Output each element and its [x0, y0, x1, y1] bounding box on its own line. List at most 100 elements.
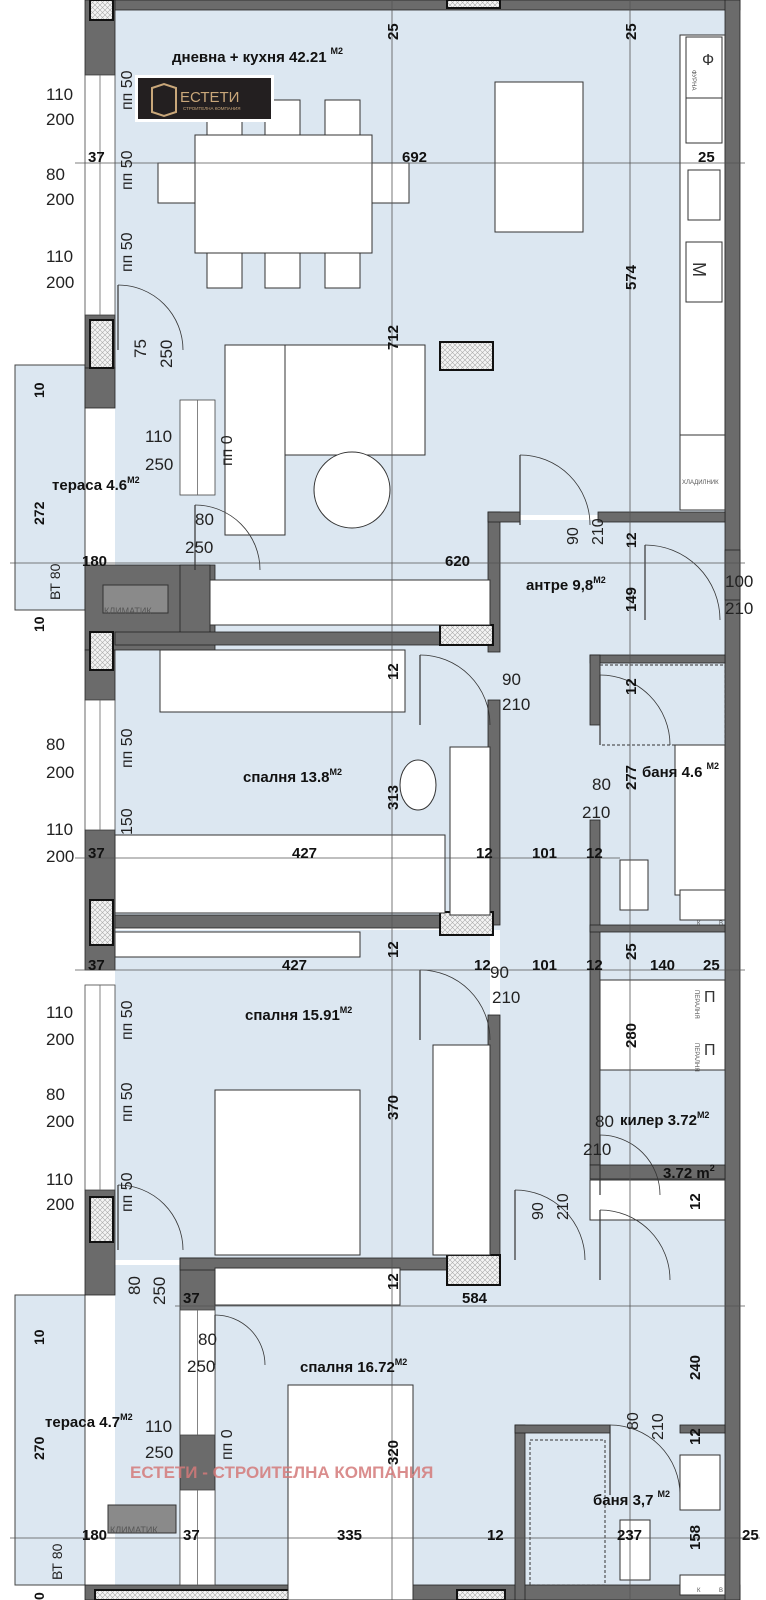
door-swing [519, 454, 591, 526]
dimension-label: 270 [31, 1436, 47, 1460]
sofa-chaise [224, 344, 286, 536]
shower [529, 1439, 606, 1586]
dimension-label: 240 [687, 1355, 704, 1380]
dimension-label: 158 [687, 1525, 704, 1550]
storage-shelf [599, 979, 726, 1071]
tv-unit [114, 931, 361, 958]
aircon-label-2: КЛИМАТИК [110, 1525, 158, 1535]
room-label-terrace-2: тераса 4.7М2 [45, 1412, 133, 1431]
room-label-bedroom-2: спалня 15.91М2 [245, 1005, 352, 1024]
dimension-label: 25 [703, 957, 720, 974]
dimension-label: 149 [623, 587, 640, 612]
dimension-label: 110 [145, 427, 172, 446]
dimension-label: 12 [586, 957, 603, 974]
dimension-label: 250 [157, 340, 176, 368]
dimension-label: 692 [402, 149, 427, 166]
logo-tagline: СТРОИТЕЛНА КОМПАНИЯ [183, 106, 240, 111]
chair [157, 162, 196, 204]
wardrobe [589, 1179, 726, 1221]
dimension-label: ВТ 80 [47, 563, 63, 600]
desk [449, 746, 491, 916]
fridge-label: ХЛАДИЛНИК [682, 480, 719, 486]
dimension-label: 427 [282, 957, 307, 974]
dimension-label: 210 [555, 1193, 572, 1220]
dimension-label: 210 [590, 518, 607, 545]
coffee-table [313, 451, 391, 529]
structural-column [89, 1196, 114, 1243]
logo-icon [151, 82, 177, 118]
dimension-label: 140 [650, 957, 675, 974]
oven-label: ФУРНА [690, 70, 696, 90]
dimension-label: 110 [145, 1417, 172, 1436]
dimension-label: 12 [385, 1273, 402, 1290]
dimension-label: 12 [385, 941, 402, 958]
dimension-label: 335 [337, 1527, 362, 1544]
dimension-label: 80 [46, 735, 65, 754]
dimension-label: пп 50 [119, 70, 136, 110]
storage-area-label: 3.72 m2 [663, 1163, 715, 1182]
boiler [679, 1574, 726, 1596]
dimension-label: 210 [650, 1413, 667, 1440]
structural-column [439, 624, 494, 646]
room-label-terrace-1: тераса 4.6М2 [52, 475, 140, 494]
dimension-label: 12 [487, 1527, 504, 1544]
wall [514, 1424, 611, 1434]
wall [114, 0, 741, 11]
dimension-label: 200 [46, 110, 74, 129]
dimension-label: 80 [595, 1112, 614, 1131]
dimension-label: пп 0 [219, 435, 236, 466]
dimension-label: 210 [502, 695, 530, 714]
washer-icon-2: П [704, 1042, 716, 1059]
boiler-k-2: К [697, 1588, 701, 1594]
dishwasher [685, 241, 723, 303]
toilet [619, 1519, 651, 1581]
wall [679, 1424, 726, 1434]
door-swing [214, 1314, 266, 1366]
structural-column [456, 1589, 506, 1600]
dimension-label: 313 [385, 785, 402, 810]
tv-console [209, 579, 491, 626]
company-logo: ЕСТЕТИ СТРОИТЕЛНА КОМПАНИЯ [135, 75, 274, 122]
terrace-railing [14, 1294, 86, 1586]
dimension-label: 180 [82, 1527, 107, 1544]
door-swing [599, 1134, 661, 1196]
wall [114, 914, 491, 929]
dimension-label: 280 [623, 1023, 640, 1048]
dimension-label: 712 [385, 325, 402, 350]
dimension-label: 75 [131, 339, 150, 358]
dimension-label: 25 [385, 23, 402, 40]
dimension-label: 237 [617, 1527, 642, 1544]
wall [179, 564, 211, 636]
dimension-label: 210 [725, 599, 753, 618]
dimension-label: 12 [474, 957, 491, 974]
door-swing [419, 969, 491, 1041]
dimension-label: 320 [385, 1440, 402, 1465]
wall [724, 0, 741, 1600]
dimension-label: 37 [183, 1290, 200, 1307]
door-swing [609, 1424, 681, 1496]
washer-label-2: ПЕРАЛНЯ [693, 1043, 699, 1072]
dimension-label: 250 [187, 1357, 215, 1376]
washer-icon-1: П [704, 989, 716, 1006]
dimension-label: 110 [46, 1003, 73, 1022]
boiler-b-1: В [719, 921, 723, 927]
bed [214, 1089, 361, 1256]
dimension-label: 10 [31, 382, 47, 398]
dimension-label: пп 50 [119, 728, 136, 768]
dimension-label: 37 [183, 1527, 200, 1544]
doors [117, 284, 721, 1496]
door-swing [419, 654, 491, 726]
dimension-label: 150 [119, 808, 136, 835]
dimension-label: 110 [46, 1170, 73, 1189]
dimension-label: пп 50 [119, 150, 136, 190]
structural-column [446, 0, 501, 9]
dimension-label: 90 [502, 670, 521, 689]
dimension-label: 25 [698, 149, 715, 166]
door-swing [599, 1209, 671, 1281]
toilet [619, 859, 649, 911]
dimension-label: 10 [31, 1329, 47, 1345]
